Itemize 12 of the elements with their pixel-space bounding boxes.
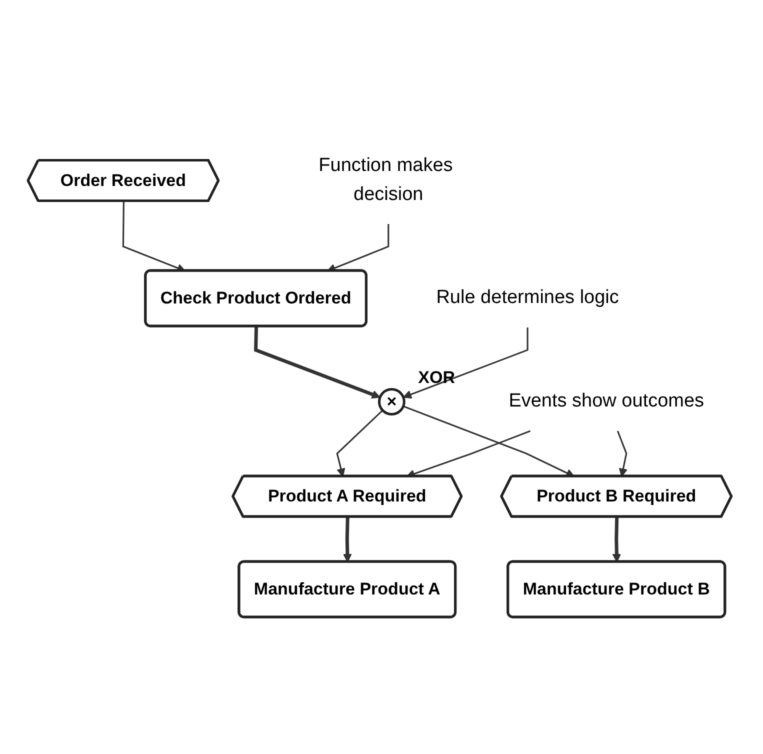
arrow <box>612 516 622 562</box>
arrow <box>344 516 352 562</box>
arrow <box>254 326 381 399</box>
gateway-label: XOR <box>418 368 456 387</box>
node-text: Rule determines logic <box>436 287 620 308</box>
arrow <box>403 328 529 399</box>
node-circle: × <box>378 388 406 416</box>
arrow <box>336 410 384 477</box>
node-text: Function makes decision <box>319 155 454 204</box>
arrow <box>404 405 576 478</box>
node-text: Events show outcomes <box>509 390 705 412</box>
arrow <box>617 430 628 477</box>
